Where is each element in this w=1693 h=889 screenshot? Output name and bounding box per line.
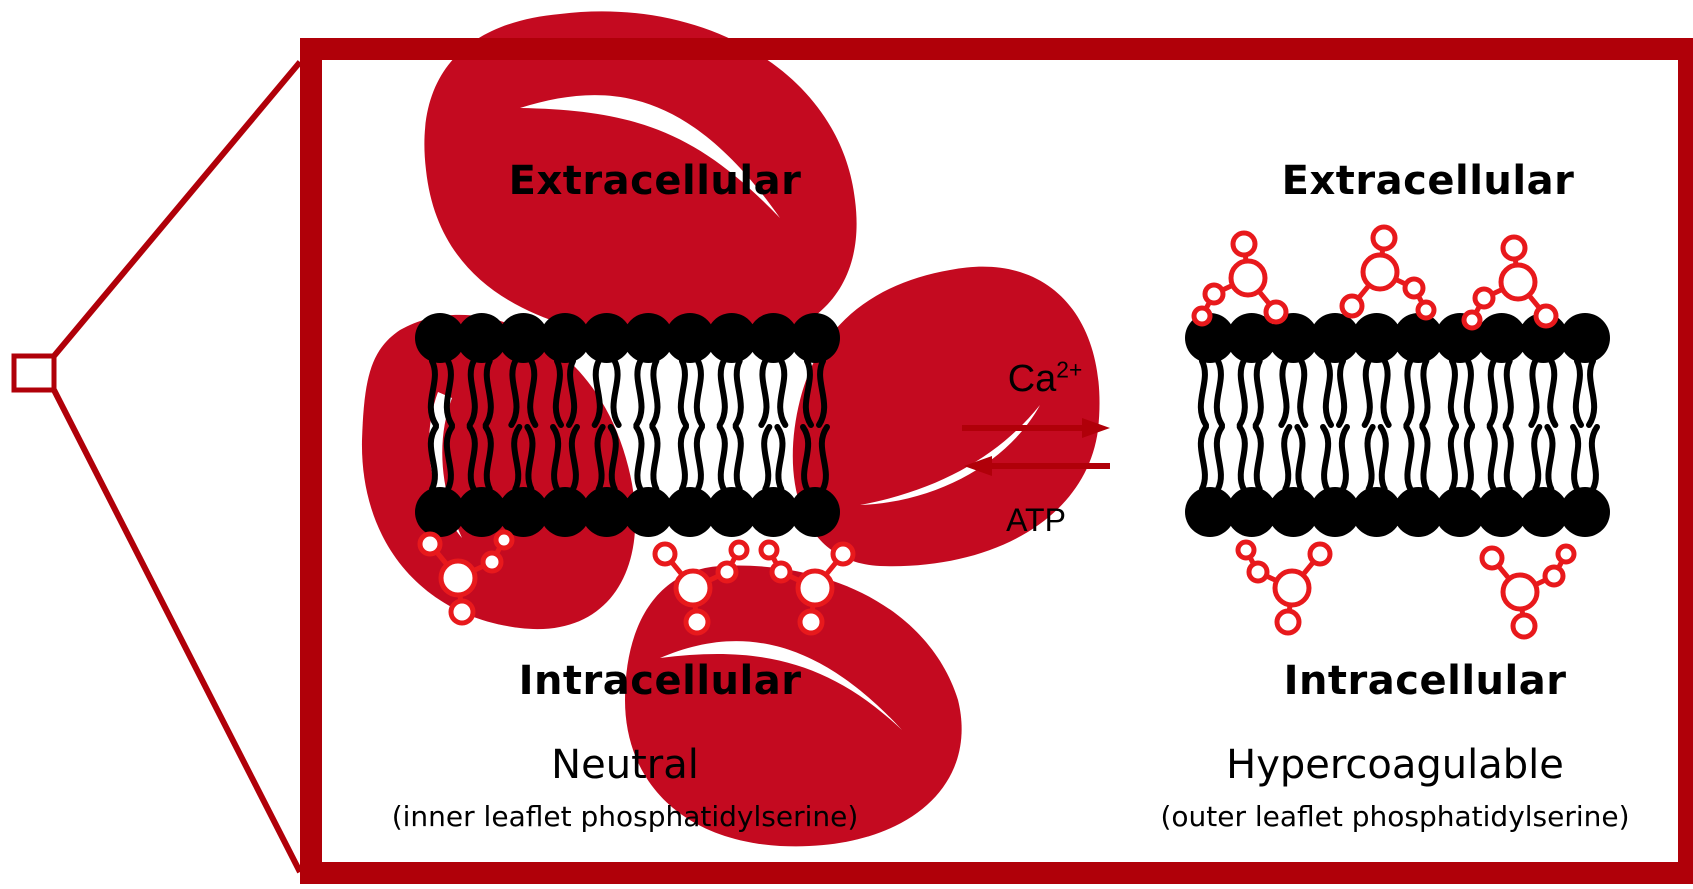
lipid-tail xyxy=(736,427,741,489)
forward-arrow-label: Ca2+ xyxy=(1008,358,1083,401)
lipid-tail xyxy=(1367,427,1372,489)
lipid-head xyxy=(1560,313,1610,363)
lipid-tail xyxy=(1534,427,1539,489)
right-state-title: Hypercoagulable xyxy=(1226,742,1564,788)
lipid-tail xyxy=(1467,361,1472,425)
lipid-tail xyxy=(681,427,686,489)
lipid-tail xyxy=(1381,427,1386,489)
left-state-subtitle: (inner leaflet phosphatidylserine) xyxy=(392,800,859,833)
lipid-tail xyxy=(720,361,725,425)
phosphatidylserine-molecule xyxy=(1342,227,1434,318)
lipid-tail xyxy=(1240,361,1245,425)
lipid-tail xyxy=(636,361,641,425)
lipid-tail xyxy=(1323,427,1328,489)
lipid-tail xyxy=(1217,361,1222,425)
zoom-line-bottom xyxy=(54,390,300,872)
lipid-tail xyxy=(761,361,766,425)
lipid-tail xyxy=(1422,427,1427,489)
lipid-tail xyxy=(1550,361,1555,425)
lipid-tail xyxy=(1300,361,1305,425)
zoom-source-box xyxy=(14,356,54,390)
lipid-tail xyxy=(1406,427,1411,489)
lipid-tail xyxy=(1506,361,1511,425)
lipid-tail xyxy=(1297,427,1302,489)
phosphatidylserine-molecule xyxy=(1194,233,1286,324)
phosphatidylserine-molecule xyxy=(1238,542,1330,633)
phosphatidylserine-molecule xyxy=(1482,546,1574,637)
lipid-tail xyxy=(780,361,785,425)
left-state-title: Neutral xyxy=(551,742,699,788)
lipid-tail xyxy=(697,361,702,425)
lipid-tail xyxy=(764,427,769,489)
lipid-tail xyxy=(1339,361,1344,425)
lipid-tail xyxy=(636,427,641,489)
lipid-tail xyxy=(1490,427,1495,489)
lipid-tail xyxy=(652,361,657,425)
lipid-tail xyxy=(1406,361,1411,425)
calcium-charge: 2+ xyxy=(1056,356,1082,382)
right-state-subtitle: (outer leaflet phosphatidylserine) xyxy=(1160,800,1629,833)
lipid-tail xyxy=(1365,361,1370,425)
lipid-tail xyxy=(1467,427,1472,489)
lipid-tail xyxy=(1326,361,1331,425)
lipid-tail xyxy=(1573,427,1578,489)
lipid-tail xyxy=(1422,361,1427,425)
lipid-tail xyxy=(1201,427,1206,489)
lipid-tail xyxy=(613,361,618,425)
red-blood-cell xyxy=(362,315,635,629)
right-intracellular-label: Intracellular xyxy=(1284,658,1567,704)
lipid-tail xyxy=(1589,361,1594,425)
lipid-tail xyxy=(777,427,782,489)
lipid-tail xyxy=(1451,361,1456,425)
left-extracellular-label: Extracellular xyxy=(509,158,802,204)
lipid-tail xyxy=(720,427,725,489)
lipid-tail xyxy=(1240,427,1245,489)
calcium-symbol: Ca xyxy=(1008,358,1057,400)
lipid-tail xyxy=(1547,427,1552,489)
lipid-tail xyxy=(697,427,702,489)
lipid-tail xyxy=(1506,427,1511,489)
lipid-head xyxy=(790,487,840,537)
lipid-tail xyxy=(1576,361,1581,425)
lipid-tail xyxy=(1383,361,1388,425)
lipid-head xyxy=(790,313,840,363)
reverse-arrow-label: ATP xyxy=(1006,502,1066,539)
lipid-tail xyxy=(1592,427,1597,489)
lipid-tail xyxy=(681,361,686,425)
lipid-tail xyxy=(1342,427,1347,489)
membrane-hypercoagulable xyxy=(1185,313,1610,537)
zoom-line-top xyxy=(54,62,300,356)
lipid-tail xyxy=(652,427,657,489)
lipid-tail xyxy=(1256,427,1261,489)
lipid-tail xyxy=(736,361,741,425)
phosphatidylserine-molecule xyxy=(1464,237,1556,328)
lipid-tail xyxy=(1281,361,1286,425)
lipid-head xyxy=(1560,487,1610,537)
lipid-tail xyxy=(1531,361,1536,425)
lipid-tail xyxy=(1284,427,1289,489)
lipid-tail xyxy=(1201,361,1206,425)
left-intracellular-label: Intracellular xyxy=(519,658,802,704)
right-extracellular-label: Extracellular xyxy=(1282,158,1575,204)
lipid-tail xyxy=(1256,361,1261,425)
lipid-tail xyxy=(1490,361,1495,425)
lipid-tail xyxy=(1451,427,1456,489)
lipid-tail xyxy=(1217,427,1222,489)
